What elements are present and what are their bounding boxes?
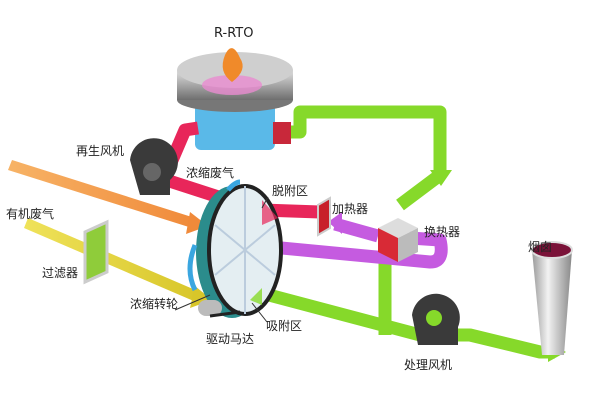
label-regen-fan: 再生风机	[76, 144, 125, 158]
label-heater: 加热器	[332, 202, 369, 216]
label-desorption-zone: 脱附区	[272, 184, 309, 198]
drive-motor	[198, 300, 241, 318]
r-rto-title: R-RTO	[214, 26, 254, 41]
process-fan	[412, 293, 460, 345]
label-concentrator-wheel: 浓缩转轮	[130, 297, 179, 311]
concentrator-wheel	[196, 184, 283, 318]
label-organic-waste-gas: 有机废气	[6, 207, 55, 221]
label-drive-motor: 驱动马达	[206, 332, 255, 346]
leader-lines	[174, 196, 269, 323]
arrow-head-purple	[328, 212, 342, 234]
arrow-head-green	[430, 170, 452, 186]
hot-air-flow	[249, 217, 448, 269]
filter	[83, 219, 109, 285]
heater	[317, 196, 331, 237]
waste-gas-flow	[8, 160, 208, 234]
rotation-arrow	[226, 179, 241, 192]
organic-gas-flow	[24, 218, 212, 308]
label-heat-exchanger: 换热器	[424, 225, 461, 239]
heat-exchanger	[378, 218, 418, 262]
r-rto-unit	[177, 48, 293, 150]
rotation-arrow	[187, 244, 198, 292]
label-adsorption-zone: 吸附区	[266, 319, 303, 333]
label-process-fan: 处理风机	[404, 358, 453, 372]
label-filter: 过滤器	[42, 266, 79, 280]
label-concentrated-gas: 浓缩废气	[186, 166, 235, 180]
label-chimney: 烟囱	[528, 240, 553, 254]
regen-fan	[130, 138, 178, 195]
chimney	[531, 241, 573, 355]
